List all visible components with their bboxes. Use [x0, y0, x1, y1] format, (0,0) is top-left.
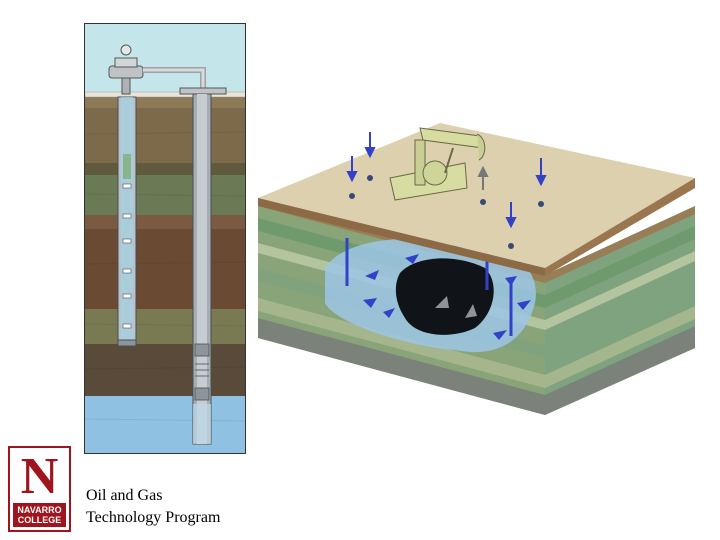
well-cross-section-diagram — [84, 23, 246, 454]
navarro-college-logo: N NAVARRO COLLEGE — [8, 446, 71, 532]
caption-line-1: Oil and Gas — [86, 487, 163, 504]
reservoir-block-diagram — [255, 118, 700, 420]
logo-name: NAVARRO COLLEGE — [13, 503, 66, 527]
program-caption: Oil and Gas Technology Program — [86, 485, 220, 529]
oil-reservoir-icon — [395, 258, 494, 335]
pump-jack-icon — [389, 127, 486, 201]
caption-line-2: Technology Program — [86, 509, 221, 526]
logo-letter: N — [20, 448, 59, 505]
